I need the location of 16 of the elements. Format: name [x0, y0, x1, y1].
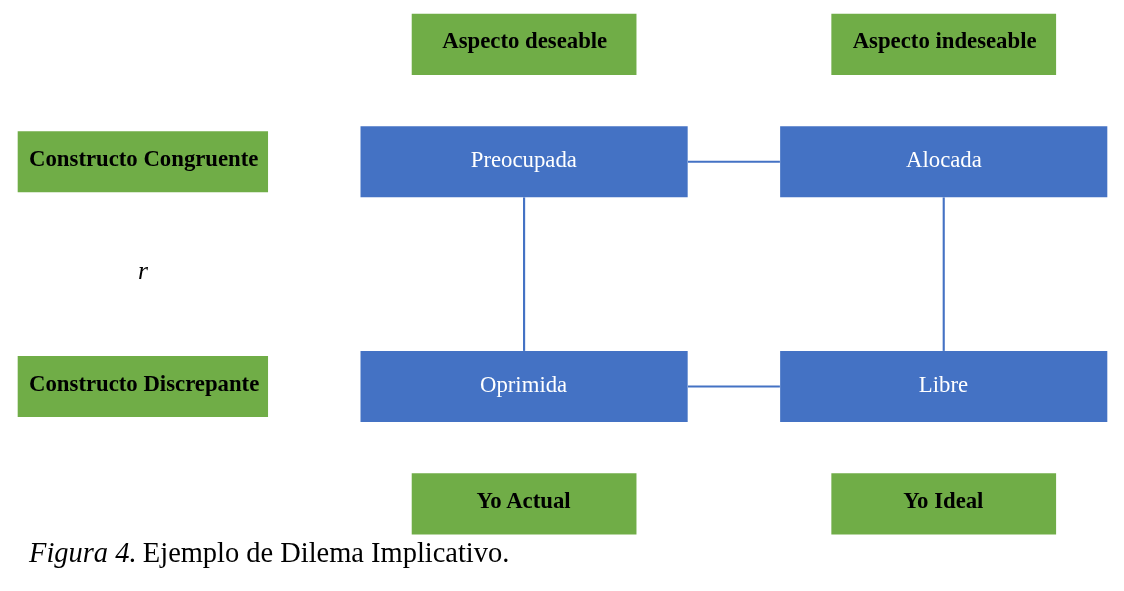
node-box: Oprimida	[360, 351, 688, 423]
node-box: Aspecto deseable	[411, 13, 636, 75]
node-box: Alocada	[779, 126, 1107, 198]
caption: Figura 4. Ejemplo de Dilema Implicativo.	[28, 536, 509, 568]
connector	[522, 197, 525, 351]
node-box: Constructo Congruente	[17, 131, 268, 193]
connector	[687, 160, 780, 163]
connector	[687, 385, 780, 388]
node-box: Preocupada	[360, 126, 688, 198]
node-box: Yo Actual	[411, 473, 636, 535]
node-box: Constructo Discrepante	[17, 355, 268, 418]
node-box: Libre	[779, 351, 1107, 423]
node-box: Yo Ideal	[830, 473, 1056, 535]
node-box: Aspecto indeseable	[830, 13, 1056, 75]
connector	[942, 197, 945, 351]
label: r	[137, 256, 148, 285]
